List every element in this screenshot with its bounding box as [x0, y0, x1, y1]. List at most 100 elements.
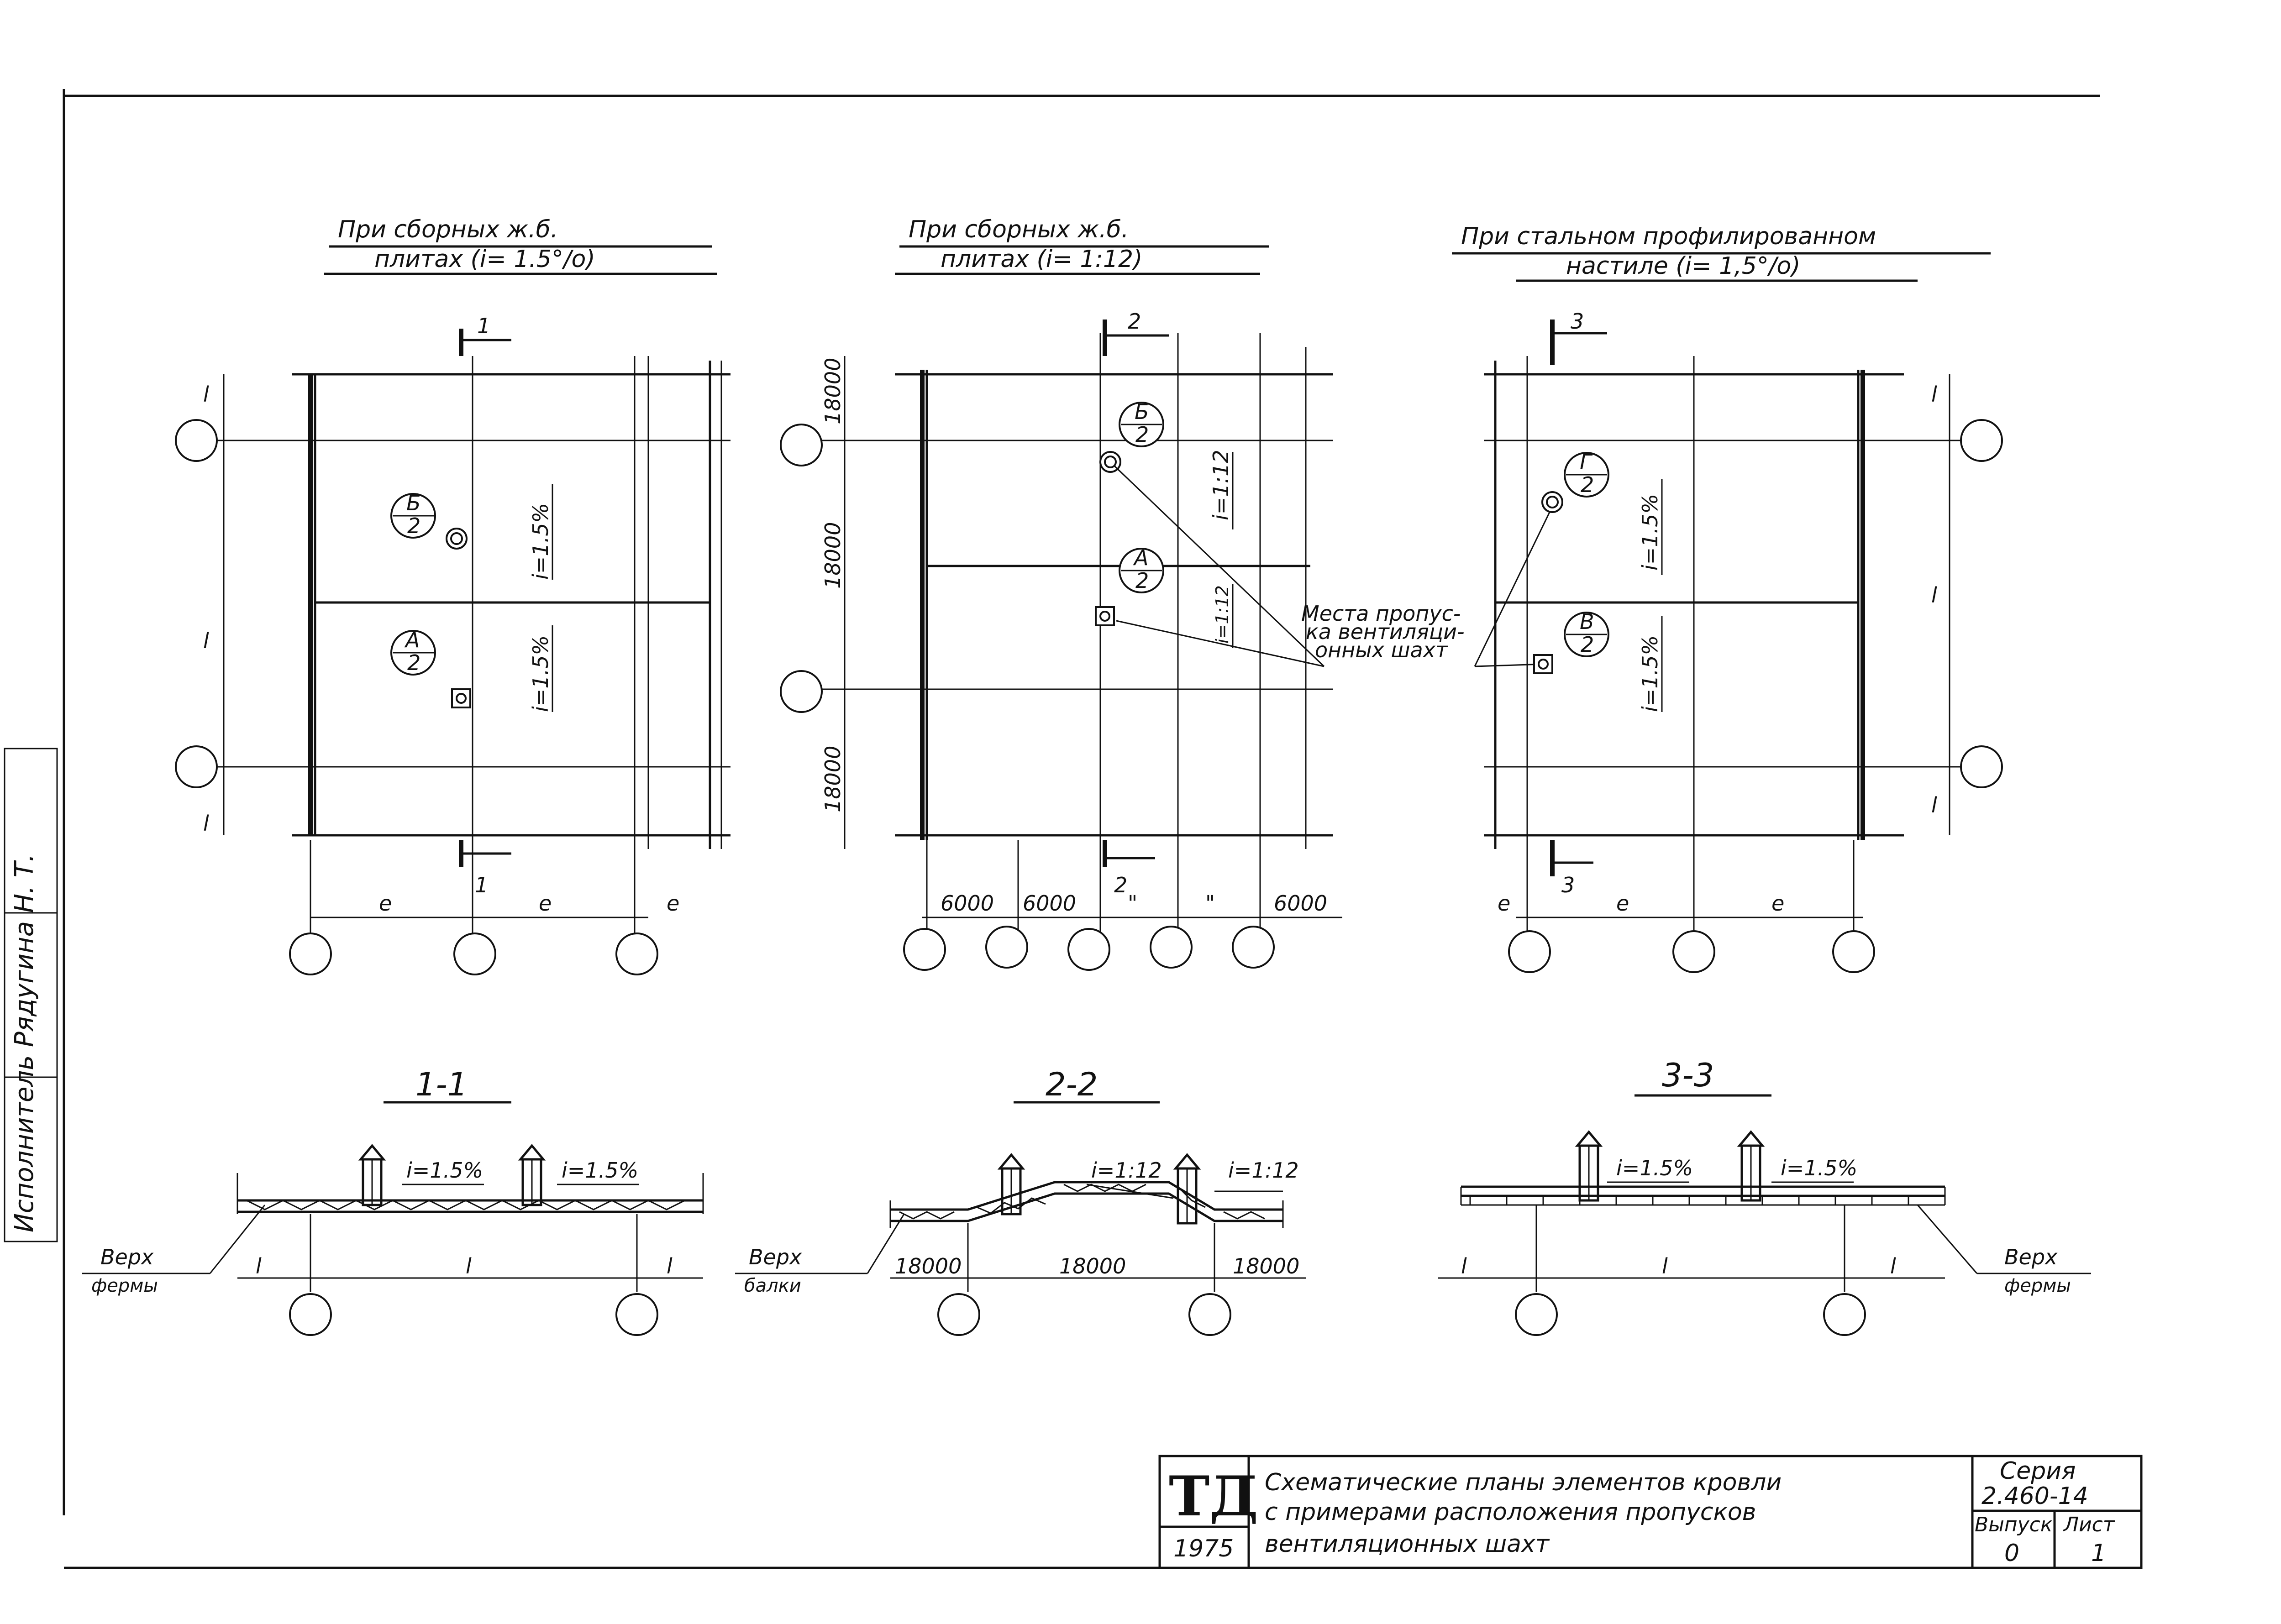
plan-3-shaft-upper-bottom: 2: [1581, 472, 1594, 497]
plan-2-cut-label-bottom: 2: [1114, 873, 1127, 897]
plan-1-dim-2: e: [539, 891, 552, 916]
plan-1-shaft-lower-bottom: 2: [407, 650, 420, 675]
plan-2-left-dim-1: 18000: [820, 358, 845, 424]
plan-1-shaft-lower-top: А: [404, 628, 420, 652]
section-1-axis-bubble-2: [615, 1293, 658, 1336]
side-stamp: Исполнитель Рядугина Н. Т.: [4, 748, 58, 1242]
section-2-axis-bubble-1: [937, 1293, 980, 1336]
plan-2-slope-upper: i=1:12: [1209, 450, 1233, 520]
section-1-note-line1: Верх: [100, 1245, 154, 1269]
section-1-slope-right: i=1.5%: [562, 1158, 638, 1183]
shaft-callout: Места пропус- ка вентиляци- онных шахт: [1113, 465, 1551, 667]
plan-3-axis-bubble-col-2: [1672, 930, 1715, 973]
title-block-sheet-value: 1: [2091, 1540, 2106, 1567]
section-1-dim-2: l: [466, 1254, 472, 1278]
plan-3-span-top: l: [1931, 382, 1937, 407]
plan-3-cut-label-top: 3: [1571, 309, 1584, 334]
plan-2-axis-bubble-row-bottom: [780, 670, 823, 713]
plan-2-cut-label-top: 2: [1128, 309, 1141, 334]
section-2-dim-1: 18000: [895, 1254, 962, 1278]
section-3-title: 3-3: [1662, 1057, 1714, 1094]
section-2-shaft-1-icon: [997, 1153, 1025, 1215]
plan-2-shaft-lower-bottom: 2: [1135, 568, 1149, 593]
plan-1-slope-lower: i=1.5%: [528, 635, 553, 712]
section-3-dim-3: l: [1890, 1254, 1896, 1278]
plan-3-title-line1: При стальном профилированном: [1461, 223, 1876, 250]
title-block-year: 1975: [1173, 1535, 1234, 1562]
plan-3-axis-bubble-col-1: [1508, 930, 1551, 973]
plan-1-axis-bubble-row-bottom: [175, 745, 218, 788]
section-1-shaft-1-icon: [358, 1144, 386, 1206]
plan-2-slope-lower: i=1:12: [1212, 585, 1232, 644]
plan-3: При стальном профилированном настиле (i=…: [1452, 223, 2003, 973]
section-3-shaft-2-icon: [1737, 1130, 1765, 1202]
section-1-title: 1-1: [415, 1066, 468, 1103]
title-block-title-line1: Схематические планы элементов кровли: [1265, 1469, 1782, 1496]
section-3-note-line2: фермы: [2004, 1275, 2071, 1296]
section-3-dim-2: l: [1662, 1254, 1668, 1278]
plan-1-axis-bubble-col-1: [289, 932, 332, 975]
title-block-series-value: 2.460-14: [1981, 1483, 2088, 1510]
section-1-axis-bubble-1: [289, 1293, 332, 1336]
section-2-dim-2: 18000: [1059, 1254, 1126, 1278]
plan-3-span-mid: l: [1931, 583, 1937, 608]
section-1-dim-3: l: [667, 1254, 673, 1278]
plan-2-axis-bubble-col-3: [1067, 928, 1110, 971]
section-3-axis-bubble-1: [1515, 1293, 1558, 1336]
plan-2-title-line2: плитах (i= 1:12): [941, 246, 1142, 273]
title-block-title-line2: с примерами расположения пропусков: [1265, 1498, 1756, 1526]
section-2-dim-3: 18000: [1233, 1254, 1299, 1278]
plan-2: При сборных ж.б. плитах (i= 1:12) 2 2 18…: [780, 216, 1342, 971]
plan-3-dim-2: e: [1616, 891, 1629, 916]
plan-3-shaft-lower-bottom: 2: [1581, 632, 1594, 657]
plan-3-dim-1: e: [1498, 891, 1510, 916]
plan-3-axis-bubble-row-top: [1960, 419, 2003, 462]
plan-2-axis-bubble-col-2: [985, 926, 1028, 969]
plan-1-axis-bubble-row-top: [175, 419, 218, 462]
plan-2-left-dim-2: 18000: [820, 522, 845, 589]
side-stamp-text: Исполнитель Рядугина Н. Т.: [10, 854, 39, 1232]
plan-1-dim-1: e: [379, 891, 392, 916]
plan-2-dim-4: ": [1205, 891, 1215, 916]
plan-1-span-mid: l: [203, 629, 209, 653]
section-3-axis-bubble-2: [1823, 1293, 1866, 1336]
plan-2-axis-bubble-col-5: [1232, 926, 1275, 969]
section-1-slope-left: i=1.5%: [406, 1158, 483, 1183]
title-block-title-line3: вентиляционных шахт: [1265, 1530, 1550, 1558]
callout-line1: Места пропус-: [1301, 601, 1461, 626]
plan-1-dim-3: e: [667, 891, 679, 916]
section-2-title: 2-2: [1046, 1066, 1098, 1103]
section-1-dim-1: l: [256, 1254, 262, 1278]
plan-2-axis-bubble-col-1: [903, 928, 946, 971]
plan-2-title-line1: При сборных ж.б.: [909, 216, 1129, 243]
plan-2-dim-1: 6000: [941, 891, 994, 916]
plan-3-shaft-lower-top: В: [1580, 609, 1594, 634]
plan-3-title-line2: настиле (i= 1,5°/о): [1566, 252, 1800, 280]
plan-1-slope-upper: i=1.5%: [528, 503, 553, 580]
section-2-2: 2-2 i=1:12 i=1:12 Верх балки 18000 18000…: [735, 1066, 1306, 1336]
title-block-logo: ТД: [1169, 1464, 1258, 1529]
section-2-note-line1: Верх: [749, 1245, 802, 1269]
section-3-shaft-1-icon: [1575, 1130, 1603, 1202]
section-3-3: 3-3 i=1.5% i=1.5% Верх фермы l l l: [1438, 1057, 2091, 1336]
title-block-series-label: Серия: [2000, 1457, 2076, 1485]
plan-2-left-dim-3: 18000: [820, 746, 845, 812]
section-1-shaft-2-icon: [518, 1144, 546, 1206]
section-3-slope-left: i=1.5%: [1616, 1156, 1693, 1180]
plan-2-dim-3: ": [1128, 891, 1137, 916]
plan-3-cut-label-bottom: 3: [1561, 873, 1575, 897]
plan-2-shaft-upper-top: Б: [1135, 399, 1149, 424]
plan-2-shaft-upper-bottom: 2: [1135, 422, 1149, 447]
plan-1-cut-label-bottom: 1: [475, 873, 488, 897]
plan-2-shaft-lower-top: А: [1133, 545, 1148, 570]
plan-3-slope-lower: i=1.5%: [1638, 635, 1662, 712]
section-2-note-line2: балки: [744, 1275, 801, 1296]
plan-2-dim-5: 6000: [1274, 891, 1327, 916]
title-block-issue-label: Выпуск: [1975, 1513, 2053, 1536]
plan-2-axis-bubble-col-4: [1150, 926, 1193, 969]
plan-1-shaft-upper-bottom: 2: [407, 513, 420, 538]
plan-3-axis-bubble-col-3: [1832, 930, 1875, 973]
plan-2-axis-bubble-row-top: [780, 424, 823, 466]
plan-3-span-bot: l: [1931, 793, 1937, 817]
